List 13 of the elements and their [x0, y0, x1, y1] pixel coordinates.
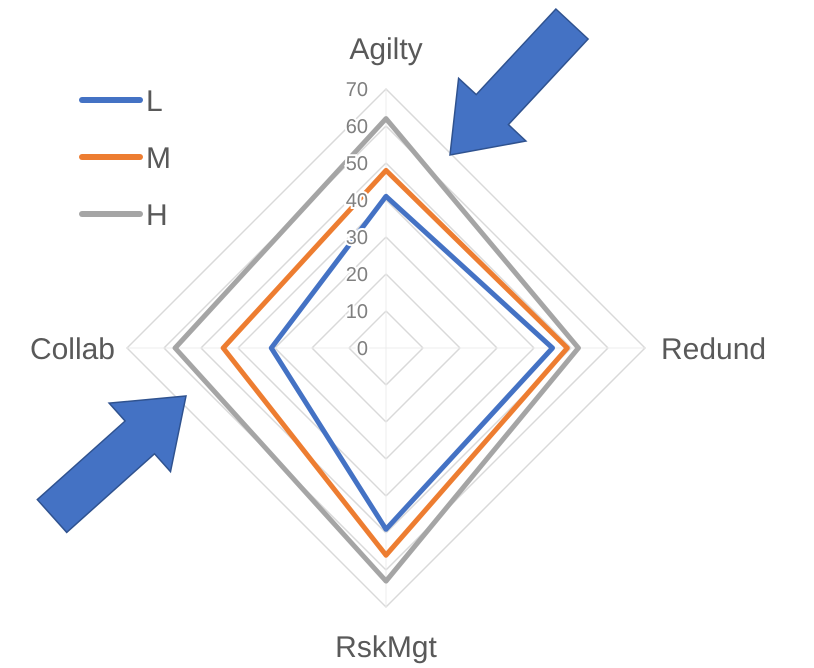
tick-label: 0: [356, 338, 368, 360]
tick-label: 60: [346, 116, 368, 138]
tick-label: 20: [346, 264, 368, 286]
legend-label: M: [146, 142, 171, 175]
axis-label: Redund: [661, 333, 766, 366]
tick-label: 70: [346, 79, 368, 101]
tick-label: 10: [346, 301, 368, 323]
legend-label: L: [146, 85, 163, 118]
axis-label: Collab: [30, 333, 115, 366]
tick-label: 50: [346, 153, 368, 175]
axis-label: Agilty: [349, 33, 423, 66]
legend-label: H: [146, 199, 168, 232]
axis-label: RskMgt: [335, 631, 437, 664]
